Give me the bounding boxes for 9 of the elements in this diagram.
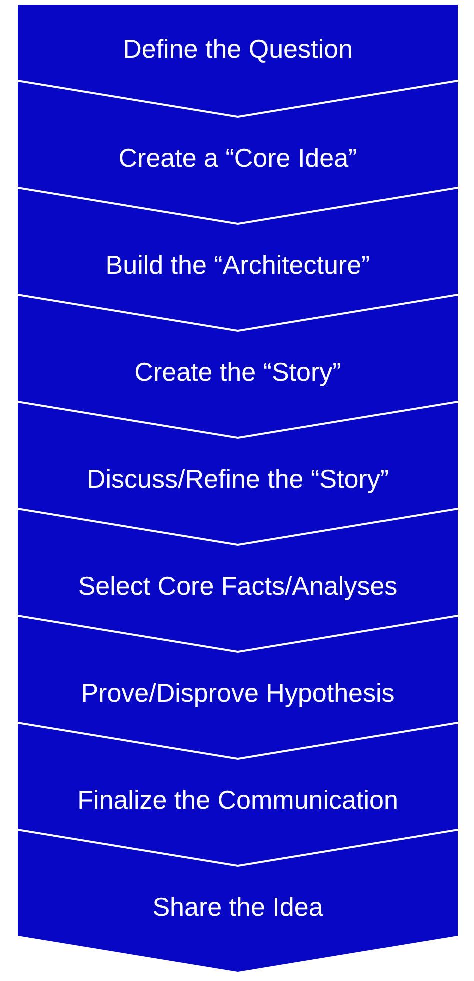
step-label: Finalize the Communication [76, 784, 400, 814]
step-label: Define the Question [122, 34, 354, 64]
step-label: Create the “Story” [134, 356, 342, 386]
step-label: Create a “Core Idea” [118, 142, 358, 172]
step-label: Share the Idea [152, 892, 324, 922]
step-label: Build the “Architecture” [104, 250, 372, 280]
step-label: Discuss/Refine the “Story” [86, 464, 390, 494]
step-label: Select Core Facts/Analyses [77, 570, 399, 600]
step-label: Prove/Disprove Hypothesis [80, 678, 396, 708]
